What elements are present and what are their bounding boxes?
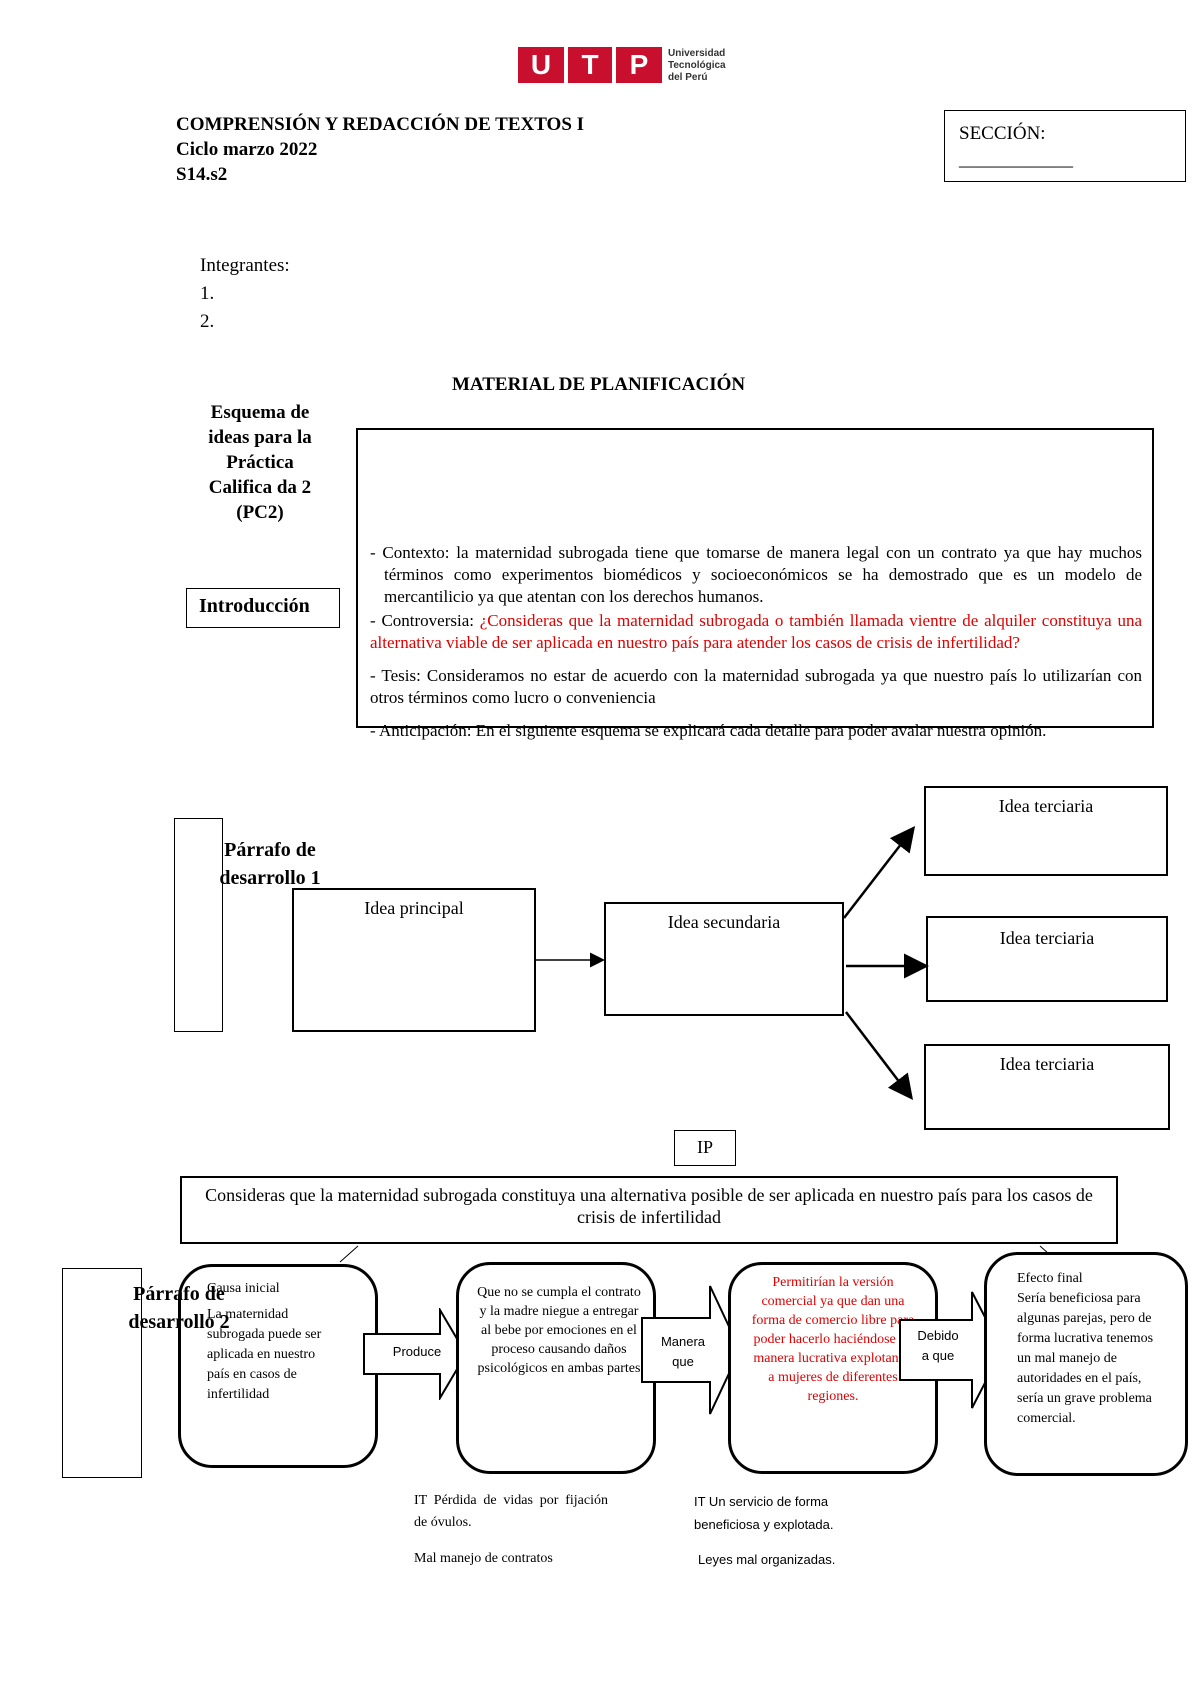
produce-arrow: [363, 1308, 468, 1400]
schema-title-line: Califica da 2: [208, 477, 312, 498]
paragraph2-label: Párrafo de desarrollo 2: [104, 1280, 254, 1336]
logo-letter-u: U: [518, 47, 564, 83]
produce-arrow-label: Produce: [392, 1344, 442, 1359]
cause-text: La maternidad subrogada puede ser aplica…: [207, 1307, 322, 1402]
members-list: Integrantes: 1. 2.: [200, 252, 290, 336]
cause-title: Causa inicial: [207, 1281, 280, 1296]
debido-line: Debido: [917, 1328, 959, 1343]
controversy-question: ¿Consideras que la maternidad subrogada …: [370, 611, 1142, 652]
paragraph1-label-line: desarrollo 1: [219, 867, 321, 889]
main-idea-box: Idea principal: [292, 888, 536, 1032]
controversy-label: - Controversia:: [370, 611, 480, 630]
main-idea-label: Idea principal: [364, 898, 464, 918]
ip-statement-box: Consideras que la maternidad subrogada c…: [180, 1176, 1118, 1244]
paragraph1-label: Párrafo de desarrollo 1: [200, 836, 340, 892]
section-blank: ____________: [959, 149, 1073, 170]
effect-content: Efecto final Sería beneficiosa para algu…: [1017, 1269, 1169, 1429]
ip-label: IP: [696, 1137, 713, 1157]
manera-que-line: que: [672, 1354, 694, 1369]
course-title: COMPRENSIÓN Y REDACCIÓN DE TEXTOS I: [176, 114, 585, 135]
arrow-to-tertiary-3: [845, 1011, 914, 1100]
commercial-text: Permitirían la versión comercial ya que …: [751, 1275, 915, 1404]
paragraph1-label-line: Párrafo de: [224, 839, 316, 861]
it-note-2: IT Un servicio de forma beneficiosa y ex…: [694, 1490, 878, 1571]
schema-title-line: Esquema de: [210, 402, 310, 423]
intro-label: Introducción: [199, 595, 310, 617]
paragraph2-label-line: Párrafo de: [133, 1283, 225, 1305]
schema-title: Esquema de ideas para la Práctica Califi…: [180, 400, 340, 525]
intro-context: - Contexto: la maternidad subrogada tien…: [370, 543, 1142, 606]
tertiary-idea-label: Idea terciaria: [999, 1054, 1095, 1074]
intro-anticipation: - Anticipación: En el siguiente esquema …: [370, 721, 1047, 740]
member-1[interactable]: 1.: [200, 283, 215, 304]
debido-line: a que: [921, 1348, 955, 1363]
callout-line-left: [339, 1245, 359, 1263]
intro-thesis: - Tesis: Consideramos no estar de acuerd…: [370, 666, 1142, 707]
tertiary-idea-box-1: Idea terciaria: [924, 786, 1168, 876]
cause-box: Causa inicial La maternidad subrogada pu…: [178, 1264, 378, 1468]
arrow-to-tertiary-1: [843, 826, 916, 919]
manera-que-label: Manera que: [646, 1332, 720, 1372]
section-label: SECCIÓN:: [959, 123, 1046, 144]
tertiary-idea-box-3: Idea terciaria: [924, 1044, 1170, 1130]
schema-title-line: ideas para la: [208, 427, 312, 448]
intro-box: [356, 428, 1154, 728]
effect-text: Sería beneficiosa para algunas parejas, …: [1017, 1291, 1154, 1426]
paragraph1-side-box: [174, 818, 223, 1032]
logo-wordmark: Universidad Tecnológica del Perú: [668, 48, 726, 84]
tertiary-idea-label: Idea terciaria: [999, 928, 1095, 948]
members-label: Integrantes:: [200, 255, 290, 276]
secondary-idea-label: Idea secundaria: [667, 912, 781, 932]
tertiary-idea-label: Idea terciaria: [998, 796, 1094, 816]
intro-controversy: - Controversia: ¿Consideras que la mater…: [370, 610, 1142, 654]
logo-line2: Tecnológica: [668, 60, 726, 71]
it-note-2-line1: IT Un servicio de forma beneficiosa y ex…: [694, 1494, 834, 1532]
debido-label: Debido a que: [906, 1326, 970, 1366]
course-session: S14.s2: [176, 164, 228, 185]
it-note-1: IT Pérdida de vidas por fijación de óvul…: [414, 1490, 608, 1570]
paragraph2-label-line: desarrollo 2: [128, 1311, 230, 1333]
effect-title: Efecto final: [1017, 1271, 1083, 1286]
consequence-text: Que no se cumpla el contrato y la madre …: [477, 1285, 641, 1376]
manera-que-line: Manera: [660, 1334, 706, 1349]
cause-content: Causa inicial La maternidad subrogada pu…: [207, 1279, 365, 1405]
it-note-2-line2: Leyes mal organizadas.: [698, 1552, 836, 1567]
paragraph2-side-box: [62, 1268, 142, 1478]
intro-content: - Contexto: la maternidad subrogada tien…: [370, 542, 1142, 742]
section-box[interactable]: SECCIÓN: ____________: [944, 110, 1186, 182]
material-title: MATERIAL DE PLANIFICACIÓN: [452, 374, 746, 395]
ip-box: IP: [674, 1130, 736, 1166]
consequence-box: Que no se cumpla el contrato y la madre …: [456, 1262, 656, 1474]
schema-title-line: (PC2): [236, 502, 284, 523]
effect-box: Efecto final Sería beneficiosa para algu…: [984, 1252, 1188, 1476]
ip-statement: Consideras que la maternidad subrogada c…: [205, 1185, 1093, 1227]
logo-letter-p: P: [616, 47, 662, 83]
course-cycle: Ciclo marzo 2022: [176, 139, 318, 160]
secondary-idea-box: Idea secundaria: [604, 902, 844, 1016]
logo-line1: Universidad: [668, 48, 726, 59]
intro-label-box: Introducción: [186, 588, 340, 628]
member-2[interactable]: 2.: [200, 311, 215, 332]
logo-line3: del Perú: [668, 72, 708, 83]
schema-title-line: Práctica: [226, 452, 294, 473]
it-note-1-line1: IT Pérdida de vidas por fijación de óvul…: [414, 1493, 608, 1530]
course-header: COMPRENSIÓN Y REDACCIÓN DE TEXTOS I Cicl…: [176, 112, 584, 187]
manera-que-arrow: [641, 1285, 742, 1415]
it-note-1-line2: Mal manejo de contratos: [414, 1551, 553, 1566]
logo-letter-t: T: [568, 47, 612, 83]
